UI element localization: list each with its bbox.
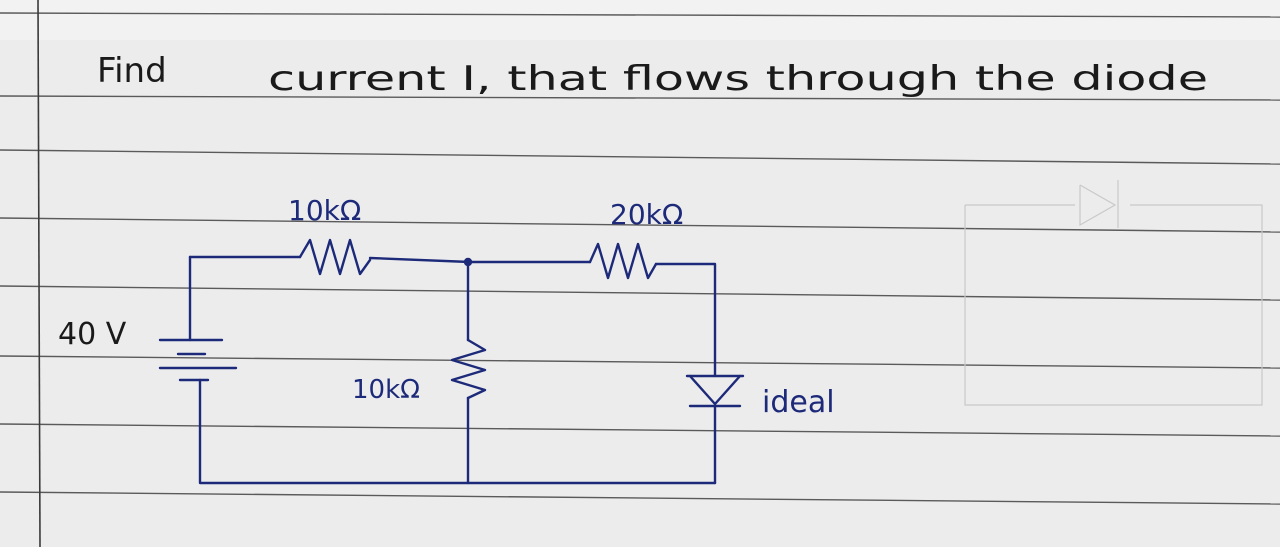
- rule-line: [0, 423, 1280, 437]
- rule-line: [0, 285, 1280, 301]
- rule-line: [0, 12, 1280, 18]
- problem-find-word: Find: [97, 51, 167, 91]
- paper-top-band: [0, 0, 1280, 40]
- circuit-diagram: [158, 238, 745, 485]
- problem-statement: current I, that flows through the diode: [268, 59, 1208, 99]
- wire-bottom: [198, 378, 717, 485]
- rule-line: [0, 355, 1280, 369]
- resistor-top-right-label: 20kΩ: [610, 198, 683, 231]
- rule-line: [0, 95, 1280, 101]
- resistor-top-right: [588, 242, 658, 280]
- diode-label: ideal: [762, 385, 835, 420]
- rule-line: [0, 149, 1280, 165]
- ruled-lines: [0, 12, 1280, 505]
- diode-triangle: [688, 374, 742, 406]
- rule-line: [0, 217, 1280, 233]
- resistor-top-left: [298, 238, 372, 276]
- wire-right-top: [654, 262, 717, 378]
- erased-sketch-loop: [964, 204, 1263, 406]
- resistor-middle-label: 10kΩ: [352, 375, 420, 405]
- resistor-top-left-label: 10kΩ: [288, 194, 361, 227]
- rule-line: [0, 491, 1280, 505]
- resistor-middle: [450, 338, 487, 400]
- source-voltage-label: 40 V: [58, 317, 127, 352]
- erased-sketch-diode: [1079, 184, 1117, 227]
- margin-line: [37, 0, 41, 547]
- erased-sketch: [964, 180, 1263, 406]
- wire-top-mid: [368, 256, 472, 264]
